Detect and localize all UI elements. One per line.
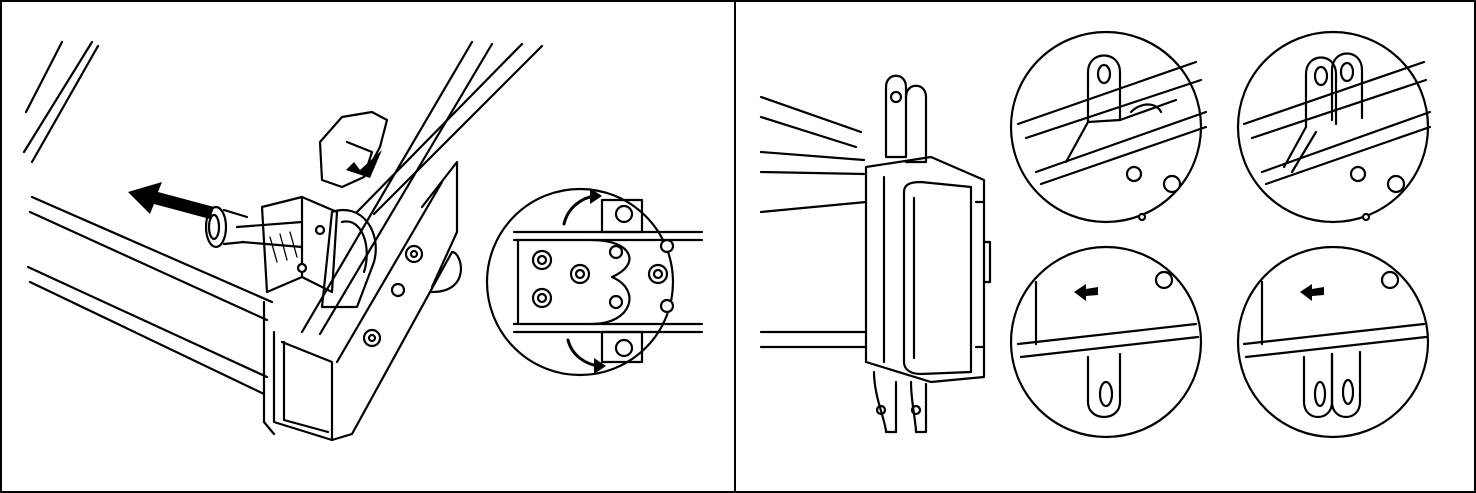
latch-mechanism: [235, 110, 389, 309]
rotate-down-arrow: [566, 338, 606, 374]
pull-pin: [204, 205, 249, 249]
right-panel: [734, 0, 1476, 493]
push-arrow: [346, 150, 382, 178]
latch-detail-callout: [485, 187, 704, 377]
side-bracket: [272, 40, 544, 442]
top-single-link-callout: [1009, 30, 1208, 224]
top-double-link-callout: [1236, 30, 1432, 224]
right-illustration: [759, 30, 1432, 439]
bottom-double-link-callout: [1236, 245, 1430, 439]
rotate-up-arrow: [562, 188, 602, 226]
pull-pin-arrow: [128, 182, 214, 219]
bolt-heads: [362, 244, 424, 348]
profile-assembly: [759, 74, 992, 434]
left-panel: [0, 0, 736, 493]
frame-rail: [22, 40, 276, 436]
bottom-single-link-callout: [1009, 245, 1203, 439]
left-illustration: [22, 40, 704, 442]
